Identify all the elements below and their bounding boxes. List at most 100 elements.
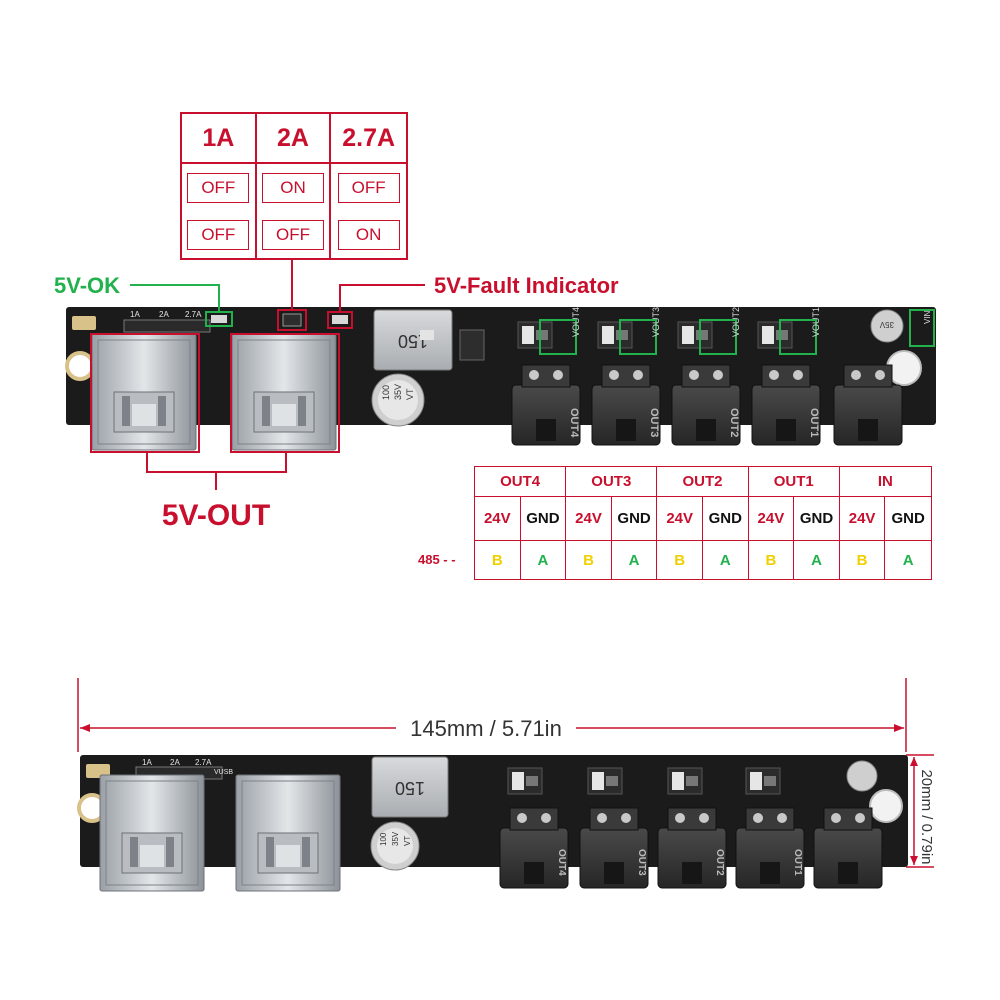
led-box-out3 <box>619 319 657 355</box>
vin-label: VIN <box>923 310 932 324</box>
fault-leader <box>339 284 425 312</box>
switch-cell: OFF <box>331 164 406 212</box>
b-silk-1a: 1A <box>142 758 152 767</box>
b-capacitor-line1: 100 <box>379 832 388 846</box>
port-block-in <box>833 364 903 446</box>
ok-leader <box>130 284 220 312</box>
switch-state: OFF <box>187 220 250 250</box>
port-label-out4: OUT4 <box>568 408 580 438</box>
capacitor-right <box>870 309 904 343</box>
signal-a: A <box>794 541 840 579</box>
b-port-label-out4: OUT4 <box>556 849 567 876</box>
ok-led <box>211 315 227 323</box>
dim-length-arrow-left <box>80 724 90 732</box>
pin-24v: 24V <box>839 497 886 541</box>
dim-height-label: 20mm / 0.79in <box>918 769 935 864</box>
pin-group-out1: OUT1 <box>748 467 840 497</box>
dim-height-arrow-bottom <box>910 856 918 865</box>
switch-state: OFF <box>261 220 324 250</box>
usb-label: 5V-OUT <box>162 499 270 532</box>
vin-box <box>909 309 935 347</box>
silk-1a: 1A <box>130 310 140 319</box>
b-capacitor-line2: 35V <box>391 831 400 846</box>
signal-a: A <box>902 551 914 569</box>
fault-switch <box>282 313 302 327</box>
signal-a: A <box>521 541 567 579</box>
port-label-out2: OUT2 <box>728 408 740 437</box>
pin-group-in: IN <box>839 467 931 497</box>
b-port-label-out1: OUT1 <box>792 849 803 876</box>
b-port-block-out4: OUT4 <box>499 767 569 889</box>
b-inductor-value: 150 <box>395 778 425 798</box>
led-box-out4 <box>539 319 577 355</box>
signal-b: B <box>749 541 795 579</box>
b-port-label-out3: OUT3 <box>636 849 647 876</box>
b-usb-port-right <box>235 774 341 892</box>
b-capacitor-cap <box>377 828 413 864</box>
switch-header-27a: 2.7A <box>331 114 406 164</box>
dimension-height: 20mm / 0.79in <box>906 754 935 868</box>
b-port-block-in <box>813 807 883 889</box>
led-box-out2 <box>699 319 737 355</box>
dip-switch <box>123 319 211 333</box>
capacitor-top-line2: 35V <box>393 384 403 400</box>
switch-cell: OFF <box>182 164 257 212</box>
usb-box-left <box>90 333 200 453</box>
dim-length-label-bg <box>396 714 576 742</box>
pin-24v: 24V <box>475 497 521 541</box>
led-box-out1 <box>779 319 817 355</box>
signal-b: B <box>657 541 703 579</box>
b-capacitor-line3: VT <box>403 836 412 846</box>
port-block-out3: VOUT3 OUT3 <box>591 307 661 446</box>
switch-cell: ON <box>257 164 332 212</box>
switch-cell: ON <box>331 212 406 258</box>
led-label-out1: VOUT1 <box>811 307 821 337</box>
port-block-out1: VOUT1 OUT1 <box>751 307 821 446</box>
pin-group-out4: OUT4 <box>475 467 567 497</box>
signal-b: B <box>840 541 886 579</box>
ic-chip-1 <box>459 329 485 361</box>
pin-gnd: GND <box>885 497 931 541</box>
pin-24v: 24V <box>566 497 612 541</box>
port-block-out4: VOUT4 OUT4 <box>511 307 581 446</box>
led-label-out4: VOUT4 <box>571 307 581 337</box>
callout-lines <box>130 260 425 490</box>
signal-a: A <box>703 541 749 579</box>
dim-length-label: 145mm / 5.71in <box>410 716 562 741</box>
capacitor-right-line1: 35V <box>879 320 894 329</box>
bus-label: 485 - - <box>418 552 456 567</box>
usb-port-left <box>91 333 197 451</box>
signal-b: B <box>475 541 521 579</box>
pin-24v: 24V <box>748 497 795 541</box>
ic-chip-2 <box>420 330 434 340</box>
b-capacitor-right <box>846 760 878 792</box>
signal-a: A <box>612 541 658 579</box>
b-silk-2a: 2A <box>170 758 180 767</box>
switch-header-2a: 2A <box>256 114 332 164</box>
b-inductor <box>371 756 449 818</box>
bottom-pcb: 1A 2A 2.7A VUSB 150 100 35V VT OUT4 OUT3 <box>77 755 908 892</box>
silk-27a: 2.7A <box>185 310 202 319</box>
b-port-block-out3: OUT3 <box>579 767 649 889</box>
pin-24v: 24V <box>657 497 703 541</box>
capacitor-top-line1: 100 <box>381 385 391 400</box>
current-switch-table: 1A 2A 2.7A OFF ON OFF OFF OFF ON <box>180 112 408 260</box>
pin-gnd: GND <box>794 497 840 541</box>
switch-cell: OFF <box>257 212 332 258</box>
silk-2a: 2A <box>159 310 169 319</box>
pin-gnd: GND <box>520 497 567 541</box>
b-silk-27a: 2.7A <box>195 758 212 767</box>
b-mount-hole-right <box>869 789 903 823</box>
port-label-out3: OUT3 <box>648 408 660 437</box>
port-block-out2: VOUT2 OUT2 <box>671 307 741 446</box>
port-label-out1: OUT1 <box>808 408 820 437</box>
mount-hole-left <box>65 351 95 381</box>
b-port-block-out2: OUT2 <box>657 767 727 889</box>
dimension-length: 145mm / 5.71in <box>77 678 907 752</box>
switch-state: ON <box>261 173 324 203</box>
b-port-block-out1: OUT1 <box>735 767 805 889</box>
capacitor-top-line3: VT <box>405 388 415 400</box>
switch-state: OFF <box>337 173 400 203</box>
b-port-label-out2: OUT2 <box>714 849 725 876</box>
